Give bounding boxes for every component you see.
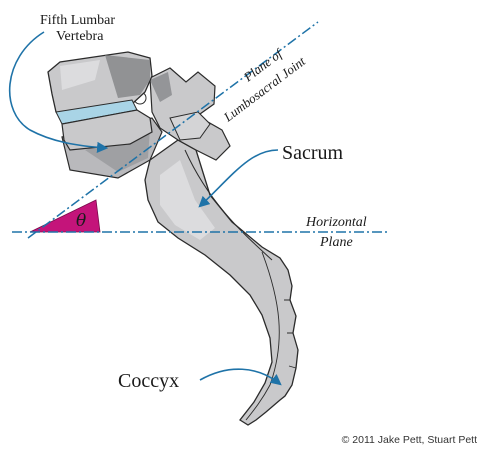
copyright-notice: © 2011 Jake Pett, Stuart Pett — [342, 434, 477, 446]
angle-theta-symbol: θ — [76, 211, 86, 231]
fifth-lumbar-label-line2: Vertebra — [56, 29, 104, 44]
angle-theta-wedge — [30, 200, 100, 232]
fifth-lumbar-label-line1: Fifth Lumbar — [40, 13, 115, 28]
sacrum-label: Sacrum — [282, 142, 344, 164]
horizontal-plane-label-line2: Plane — [319, 235, 353, 250]
coccyx-label: Coccyx — [118, 370, 179, 392]
horizontal-plane-label-line1: Horizontal — [305, 215, 367, 230]
